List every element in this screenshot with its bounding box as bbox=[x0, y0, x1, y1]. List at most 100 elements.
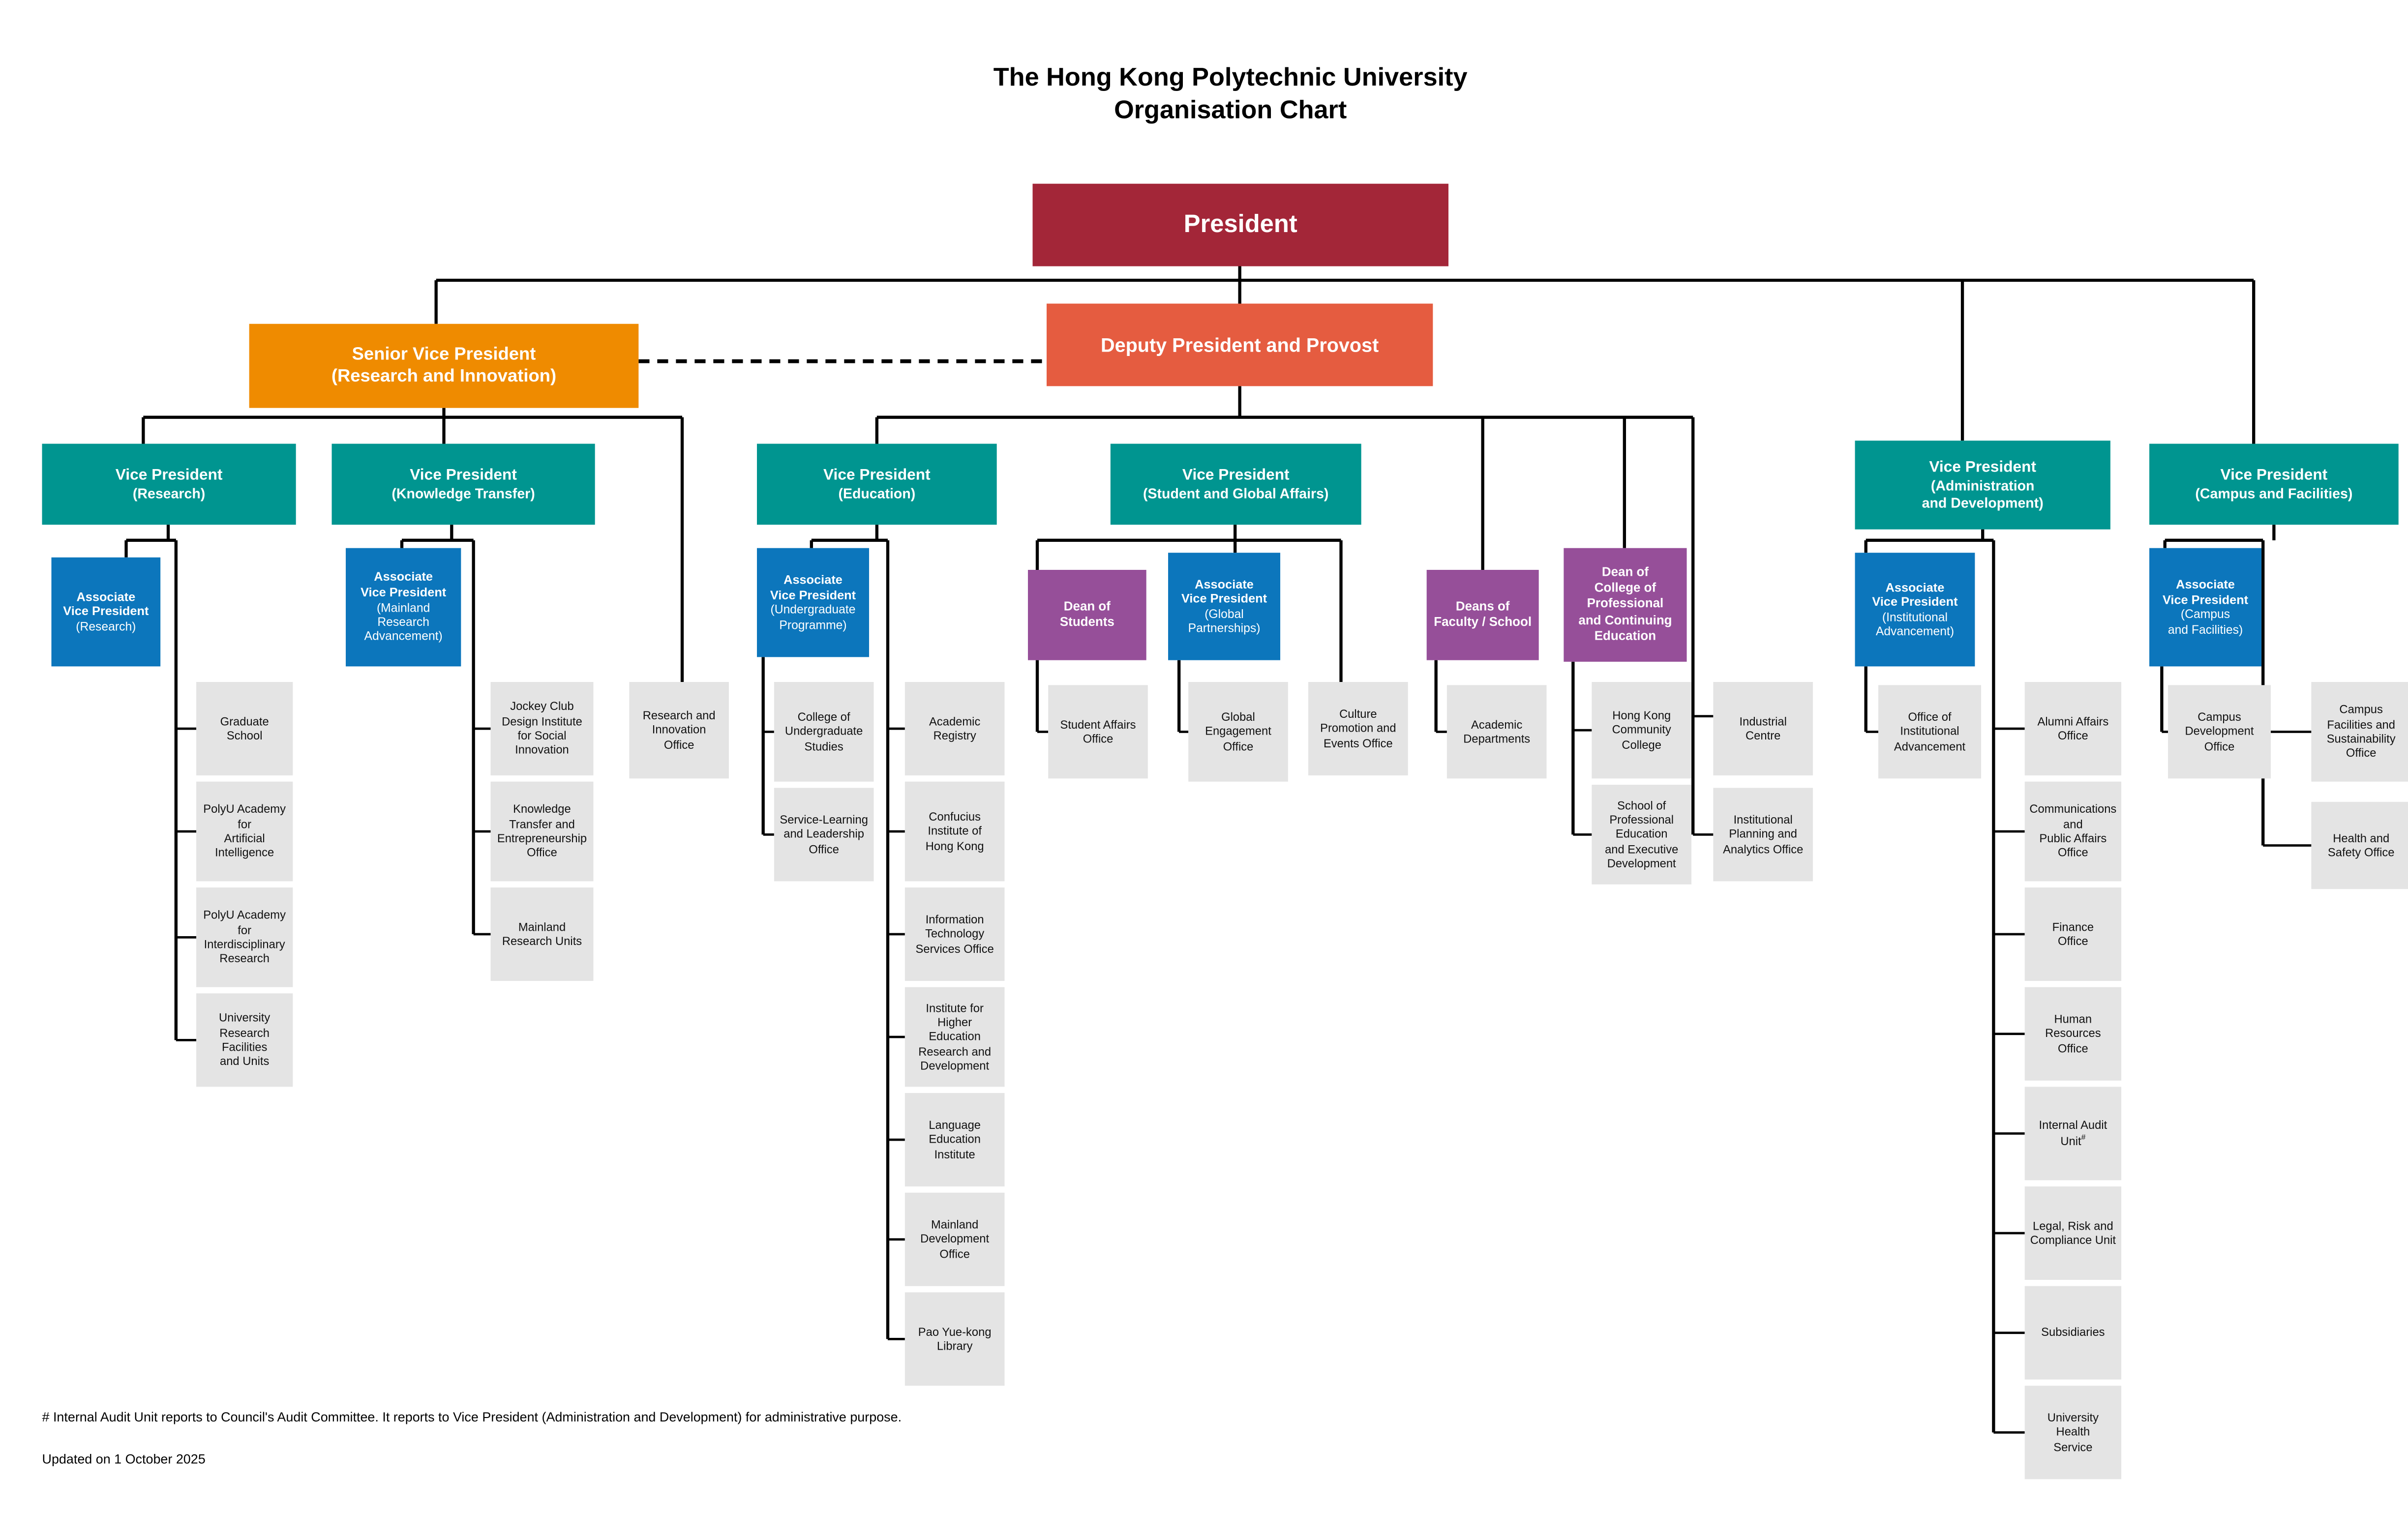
node-sublabel: (Administration and Development) bbox=[1922, 477, 2044, 510]
node-label: Research and Innovation Office bbox=[642, 708, 716, 752]
node-label: Internal Audit Unit# bbox=[2039, 1119, 2107, 1149]
node-sublabel: (Education) bbox=[838, 485, 916, 501]
org-node-deans-of-faculty-school: Deans of Faculty / School bbox=[1426, 570, 1539, 660]
node-sublabel: (Student and Global Affairs) bbox=[1143, 485, 1329, 501]
org-node-avp-undergraduate-programme: Associate Vice President(Undergraduate P… bbox=[757, 548, 870, 657]
node-label: Deans of Faculty / School bbox=[1434, 599, 1532, 629]
node-label: Vice President bbox=[1182, 466, 1290, 484]
node-label: Health and Safety Office bbox=[2327, 830, 2395, 860]
node-label: Language Education Institute bbox=[929, 1118, 981, 1161]
org-node-student-affairs-office: Student Affairs Office bbox=[1048, 685, 1148, 779]
org-node-polyu-academy-artificial-intelligence: PolyU Academy for Artificial Intelligenc… bbox=[196, 781, 293, 882]
node-sublabel: (Knowledge Transfer) bbox=[391, 485, 535, 501]
org-node-research-innovation-office: Research and Innovation Office bbox=[629, 682, 729, 779]
org-node-institutional-planning-analytics-office: Institutional Planning and Analytics Off… bbox=[1713, 788, 1813, 882]
node-label: Jockey Club Design Institute for Social … bbox=[502, 699, 582, 758]
org-node-vp-student-global-affairs: Vice President(Student and Global Affair… bbox=[1110, 443, 1361, 525]
org-node-communications-public-affairs-office: Communications and Public Affairs Office bbox=[2024, 781, 2122, 882]
node-label: Confucius Institute of Hong Kong bbox=[925, 809, 984, 853]
org-node-industrial-centre: Industrial Centre bbox=[1713, 682, 1813, 776]
org-node-internal-audit-unit: Internal Audit Unit# bbox=[2024, 1087, 2122, 1181]
node-label: Campus Facilities and Sustainability Off… bbox=[2326, 702, 2396, 761]
node-label: Associate Vice President bbox=[63, 590, 149, 619]
node-label: Legal, Risk and Compliance Unit bbox=[2030, 1218, 2116, 1247]
org-node-campus-development-office: Campus Development Office bbox=[2168, 685, 2271, 779]
org-node-president: President bbox=[1032, 183, 1449, 266]
org-node-global-engagement-office: Global Engagement Office bbox=[1188, 682, 1288, 782]
node-label: University Health Service bbox=[2047, 1410, 2099, 1454]
node-label: Dean of College of Professional and Cont… bbox=[1578, 565, 1672, 643]
org-node-college-undergraduate-studies: College of Undergraduate Studies bbox=[774, 682, 874, 782]
org-node-subsidiaries: Subsidiaries bbox=[2024, 1286, 2122, 1380]
org-node-service-learning-leadership-office: Service-Learning and Leadership Office bbox=[774, 788, 874, 882]
node-sublabel: (Global Partnerships) bbox=[1188, 607, 1261, 636]
org-node-vp-campus-facilities: Vice President(Campus and Facilities) bbox=[2149, 443, 2399, 525]
node-sublabel: (Research) bbox=[132, 485, 206, 501]
org-node-vp-administration-development: Vice President(Administration and Develo… bbox=[1855, 441, 2110, 530]
node-label: President bbox=[1183, 211, 1297, 237]
org-node-avp-research: Associate Vice President(Research) bbox=[51, 557, 161, 667]
node-label: Institutional Planning and Analytics Off… bbox=[1723, 812, 1804, 856]
node-label: PolyU Academy for Artificial Intelligenc… bbox=[203, 802, 286, 860]
node-label: PolyU Academy for Interdisciplinary Rese… bbox=[203, 908, 286, 966]
org-node-human-resources-office: Human Resources Office bbox=[2024, 987, 2122, 1081]
node-label-text: Internal Audit Unit bbox=[2039, 1118, 2107, 1148]
node-sublabel: (Research) bbox=[76, 620, 136, 634]
node-label: Communications and Public Affairs Office bbox=[2029, 802, 2117, 860]
org-node-school-professional-education-executive-development: School of Professional Education and Exe… bbox=[1592, 785, 1692, 885]
node-label: Vice President bbox=[823, 466, 931, 484]
node-label: Student Affairs Office bbox=[1060, 717, 1136, 746]
node-label: Vice President bbox=[115, 466, 223, 484]
node-label: College of Undergraduate Studies bbox=[784, 709, 863, 753]
org-node-university-health-service: University Health Service bbox=[2024, 1386, 2122, 1479]
node-label: Mainland Development Office bbox=[920, 1217, 990, 1261]
node-label: Human Resources Office bbox=[2045, 1012, 2101, 1056]
org-node-graduate-school: Graduate School bbox=[196, 682, 293, 776]
node-label: Deputy President and Provost bbox=[1101, 334, 1379, 356]
org-node-academic-registry: Academic Registry bbox=[904, 682, 1005, 776]
org-node-information-technology-services-office: Information Technology Services Office bbox=[904, 887, 1005, 981]
node-label: Office of Institutional Advancement bbox=[1894, 709, 1966, 753]
node-label: Campus Development Office bbox=[2185, 709, 2254, 753]
node-sublabel: (Campus and Facilities) bbox=[2195, 485, 2353, 501]
node-label: Culture Promotion and Events Office bbox=[1320, 707, 1396, 750]
node-sublabel: (Mainland Research Advancement) bbox=[364, 600, 443, 644]
org-node-culture-promotion-events-office: Culture Promotion and Events Office bbox=[1308, 682, 1408, 776]
node-label: School of Professional Education and Exe… bbox=[1605, 798, 1679, 871]
org-node-pao-yue-kong-library: Pao Yue-kong Library bbox=[904, 1292, 1005, 1386]
node-label: Graduate School bbox=[220, 714, 269, 743]
org-node-jockey-club-design-institute: Jockey Club Design Institute for Social … bbox=[490, 682, 594, 776]
org-node-finance-office: Finance Office bbox=[2024, 887, 2122, 981]
org-node-university-research-facilities-units: University Research Facilities and Units bbox=[196, 993, 293, 1087]
node-label: Service-Learning and Leadership Office bbox=[780, 812, 868, 856]
node-label: Associate Vice President bbox=[2162, 578, 2249, 607]
org-node-mainland-research-units: Mainland Research Units bbox=[490, 887, 594, 981]
org-node-vp-research: Vice President(Research) bbox=[42, 443, 296, 525]
node-sublabel: (Undergraduate Programme) bbox=[770, 603, 856, 632]
node-sublabel: (Research and Innovation) bbox=[331, 367, 557, 386]
org-node-knowledge-transfer-entrepreneurship-office: Knowledge Transfer and Entrepreneurship … bbox=[490, 781, 594, 882]
node-label: Finance Office bbox=[2052, 919, 2094, 948]
org-node-deputy-president-provost: Deputy President and Provost bbox=[1047, 303, 1433, 386]
page-title: The Hong Kong Polytechnic University Org… bbox=[993, 63, 1468, 125]
node-sublabel: (Campus and Facilities) bbox=[2167, 607, 2243, 636]
org-node-campus-facilities-sustainability-office: Campus Facilities and Sustainability Off… bbox=[2311, 682, 2408, 782]
node-label: Vice President bbox=[410, 466, 517, 484]
org-node-dean-cpce: Dean of College of Professional and Cont… bbox=[1564, 548, 1687, 662]
node-label: Knowledge Transfer and Entrepreneurship … bbox=[497, 802, 587, 860]
node-label: Pao Yue-kong Library bbox=[918, 1324, 992, 1353]
org-node-legal-risk-compliance-unit: Legal, Risk and Compliance Unit bbox=[2024, 1186, 2122, 1280]
node-label: Dean of Students bbox=[1059, 599, 1114, 629]
org-node-language-education-institute: Language Education Institute bbox=[904, 1093, 1005, 1187]
node-label: Subsidiaries bbox=[2041, 1325, 2105, 1340]
org-node-institute-higher-education-research-development: Institute for Higher Education Research … bbox=[904, 987, 1005, 1087]
org-node-avp-global-partnerships: Associate Vice President(Global Partners… bbox=[1168, 553, 1281, 660]
node-label: Associate Vice President bbox=[770, 573, 856, 602]
node-label: Industrial Centre bbox=[1739, 714, 1787, 743]
org-node-academic-departments: Academic Departments bbox=[1446, 685, 1547, 779]
org-node-senior-vice-president: Senior Vice President(Research and Innov… bbox=[249, 324, 639, 408]
org-node-health-safety-office: Health and Safety Office bbox=[2311, 801, 2408, 889]
org-node-office-institutional-advancement: Office of Institutional Advancement bbox=[1878, 685, 1982, 779]
